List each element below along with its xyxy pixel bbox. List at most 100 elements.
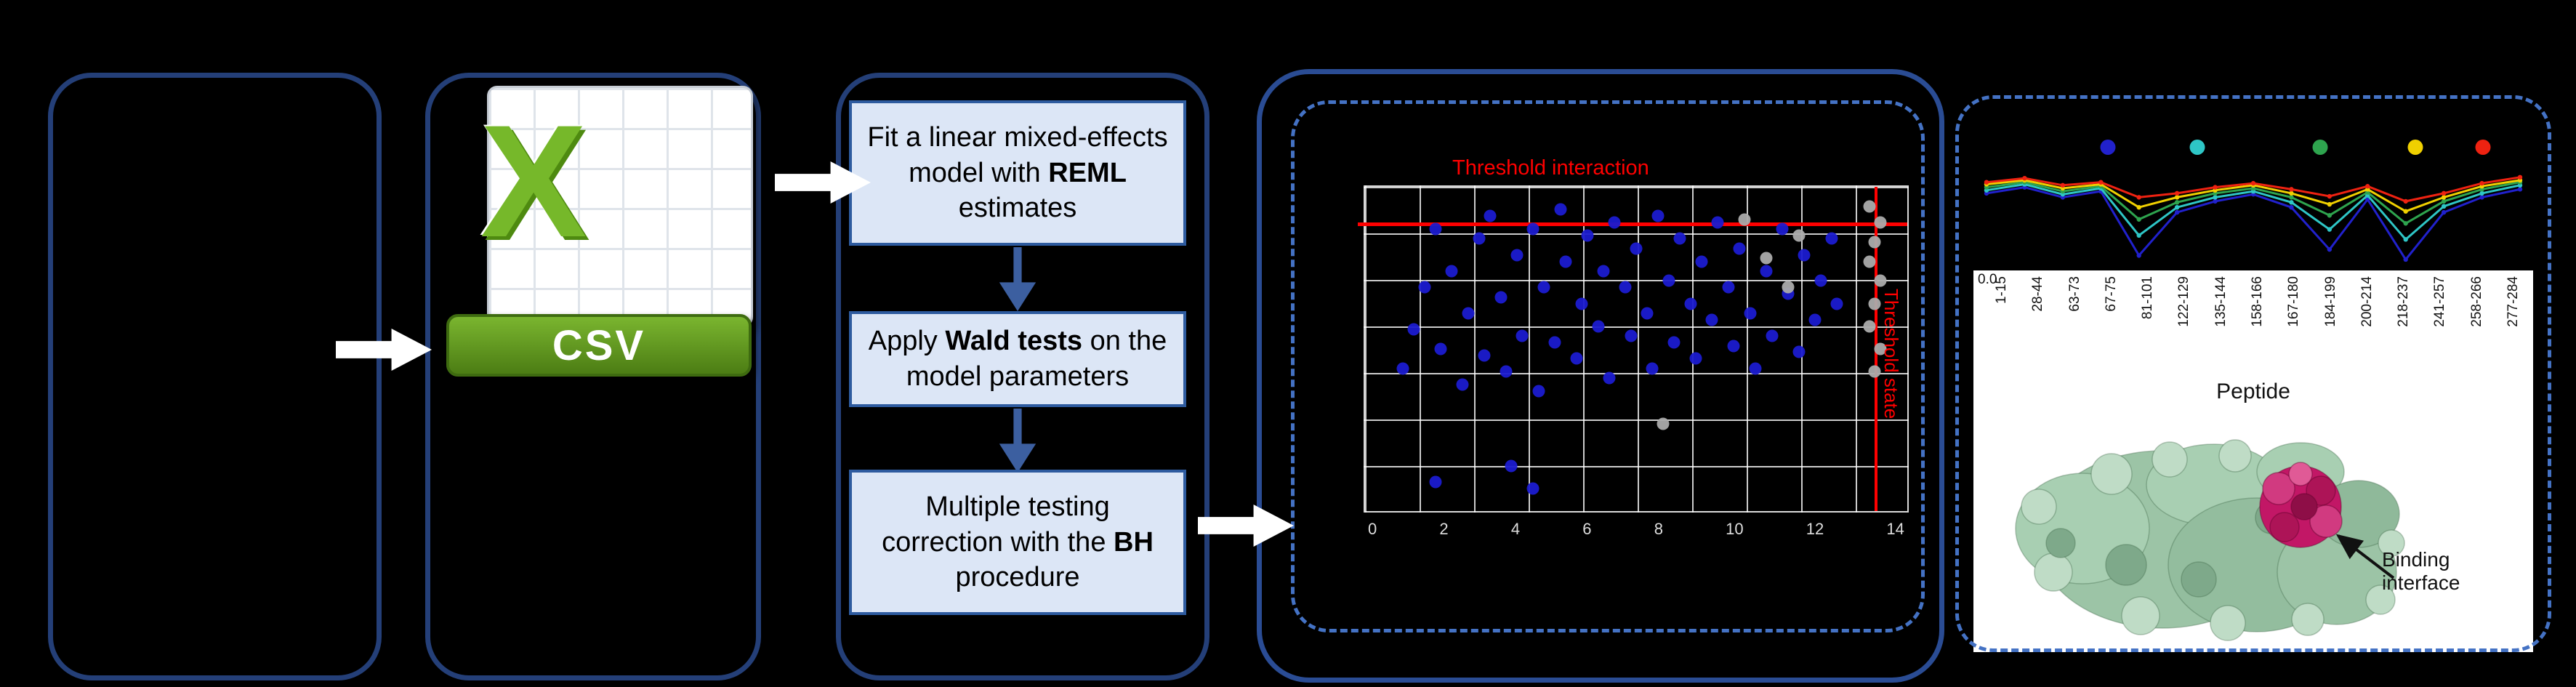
step-text: Apply (868, 326, 946, 357)
binding-interface-label: Binding interface (2382, 548, 2460, 595)
legend-dot-icon (2312, 140, 2328, 155)
threshold-interaction-label: Threshold interaction (1452, 156, 1649, 180)
legend-dot-icon (2100, 140, 2116, 155)
results-dashed-frame (1955, 95, 2551, 652)
uptake-marker (2289, 190, 2294, 196)
scatter-point (1526, 222, 1539, 236)
uptake-marker (2174, 190, 2180, 196)
scatter-point (1510, 249, 1524, 262)
scatter-point (1608, 216, 1621, 229)
legend-dot-icon (2407, 140, 2423, 155)
threshold-interaction-line (1358, 222, 1907, 227)
uptake-marker (2289, 187, 2294, 192)
uptake-marker (2136, 233, 2141, 238)
scatter-point (1559, 255, 1572, 268)
step-text: procedure (955, 562, 1080, 593)
scatter-point (1738, 213, 1751, 226)
scatter-point (1630, 242, 1643, 255)
csv-file-icon: X CSV (445, 86, 753, 377)
scatter-point (1667, 336, 1681, 349)
scatter-point (1792, 229, 1806, 242)
x-tick-label: 2 (1439, 520, 1449, 538)
uptake-marker (2098, 180, 2104, 185)
scatter-point (1749, 362, 1762, 375)
scatter-point (1554, 203, 1567, 216)
uptake-marker (2136, 217, 2141, 222)
scatter-point (1722, 281, 1735, 294)
scatter-point (1798, 249, 1811, 262)
scatter-point (1744, 307, 1757, 320)
uptake-marker (2250, 180, 2256, 186)
uptake-marker (2403, 237, 2408, 242)
legend-dot-icon (2189, 140, 2205, 155)
x-tick-label: 10 (1726, 520, 1744, 538)
scatter-point (1526, 482, 1539, 495)
scatter-point (1808, 313, 1822, 326)
scatter-point (1597, 265, 1610, 278)
scatter-point (1478, 349, 1491, 362)
uptake-marker (2327, 201, 2333, 207)
scatter-point (1646, 362, 1659, 375)
input-panel (48, 73, 382, 680)
uptake-marker (2136, 253, 2141, 258)
scatter-point (1776, 222, 1789, 236)
uptake-marker (2441, 204, 2447, 209)
step-text: estimates (958, 193, 1077, 224)
scatter-point (1505, 459, 1518, 473)
scatter-point (1537, 281, 1550, 294)
uptake-marker (2441, 209, 2447, 215)
uptake-marker (2403, 198, 2408, 204)
uptake-marker (2022, 175, 2027, 181)
uptake-marker (2174, 209, 2180, 215)
uptake-marker (2289, 195, 2294, 200)
uptake-marker (2479, 195, 2484, 200)
uptake-marker (2060, 182, 2066, 188)
scatter-point (1418, 281, 1431, 294)
scatter-point (1445, 265, 1458, 278)
x-tick-label: 12 (1806, 520, 1824, 538)
scatter-point (1434, 342, 1447, 355)
spreadsheet-grid-icon (487, 86, 753, 327)
step-text: Fit a linear mixed-effects model with (867, 122, 1168, 188)
uptake-marker (2174, 200, 2180, 205)
uptake-marker (2365, 184, 2370, 189)
scatter-point (1516, 329, 1529, 342)
scatter-point (1592, 320, 1605, 333)
scatter-point (1619, 281, 1632, 294)
x-tick-label: 4 (1510, 520, 1521, 538)
scatter-point (1868, 365, 1881, 378)
scatter-point (1705, 313, 1718, 326)
scatter-point (1766, 329, 1778, 342)
excel-x-glyph: X (480, 91, 587, 270)
step-text: Multiple testing correction with the (882, 491, 1114, 558)
scatter-point (1830, 297, 1843, 310)
scatter-point (1868, 236, 1881, 249)
scatter-point (1581, 229, 1594, 242)
step-bold-text: REML (1048, 157, 1127, 188)
scatter-point (1874, 342, 1887, 355)
uptake-marker (2403, 209, 2408, 214)
step-wald-tests: Apply Wald tests on the model parameters (849, 311, 1186, 407)
step-text: on the model parameters (906, 326, 1167, 392)
step-bh-correction: Multiple testing correction with the BH … (849, 470, 1186, 615)
scatter-point (1462, 307, 1475, 320)
scatter-point (1456, 378, 1469, 391)
uptake-marker (2327, 227, 2333, 232)
scatter-point (1782, 281, 1795, 294)
uptake-marker (2174, 205, 2180, 210)
scatter-point (1863, 320, 1876, 333)
uptake-marker (2327, 213, 2333, 218)
csv-banner-label: CSV (446, 314, 752, 377)
uptake-line-chart (1984, 174, 2523, 262)
scatter-point (1733, 242, 1746, 255)
scatter-point (1473, 232, 1486, 245)
uptake-marker (2479, 190, 2484, 196)
scatter-point (1863, 255, 1876, 268)
uptake-marker (2327, 193, 2333, 199)
scatter-dashed-frame (1291, 100, 1925, 632)
uptake-marker (2213, 195, 2218, 200)
binding-interface-arrow (2335, 534, 2395, 579)
legend-dot-icon (2475, 140, 2491, 155)
